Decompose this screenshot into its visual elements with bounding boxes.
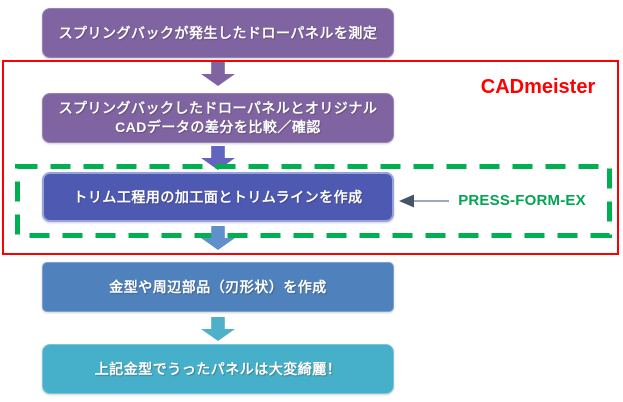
step-box-compare-cad-data: スプリングバックしたドローパネルとオリジナル CADデータの差分を比較／確認 (42, 93, 394, 143)
step-box-result-panel: 上記金型でうったパネルは大変綺麗！ (42, 344, 394, 394)
cadmeister-group-outline (2, 60, 619, 255)
step-label: 金型や周辺部品（刃形状）を作成 (109, 278, 327, 295)
step-box-measure-panel: スプリングバックが発生したドローパネルを測定 (42, 8, 394, 58)
step-label: トリム工程用の加工面とトリムラインを作成 (73, 188, 363, 205)
step-box-create-die-parts: 金型や周辺部品（刃形状）を作成 (42, 262, 394, 312)
down-arrow-icon (201, 317, 235, 341)
step-label: 上記金型でうったパネルは大変綺麗！ (94, 360, 342, 377)
step-label: スプリングバックが発生したドローパネルを測定 (58, 24, 378, 41)
pressformex-label: PRESS-FORM-EX (458, 192, 586, 209)
step-box-create-trim-line: トリム工程用の加工面とトリムラインを作成 (42, 172, 394, 222)
step-label: スプリングバックしたドローパネルとオリジナル CADデータの差分を比較／確認 (58, 100, 378, 135)
cadmeister-label: CADmeister (480, 76, 596, 98)
